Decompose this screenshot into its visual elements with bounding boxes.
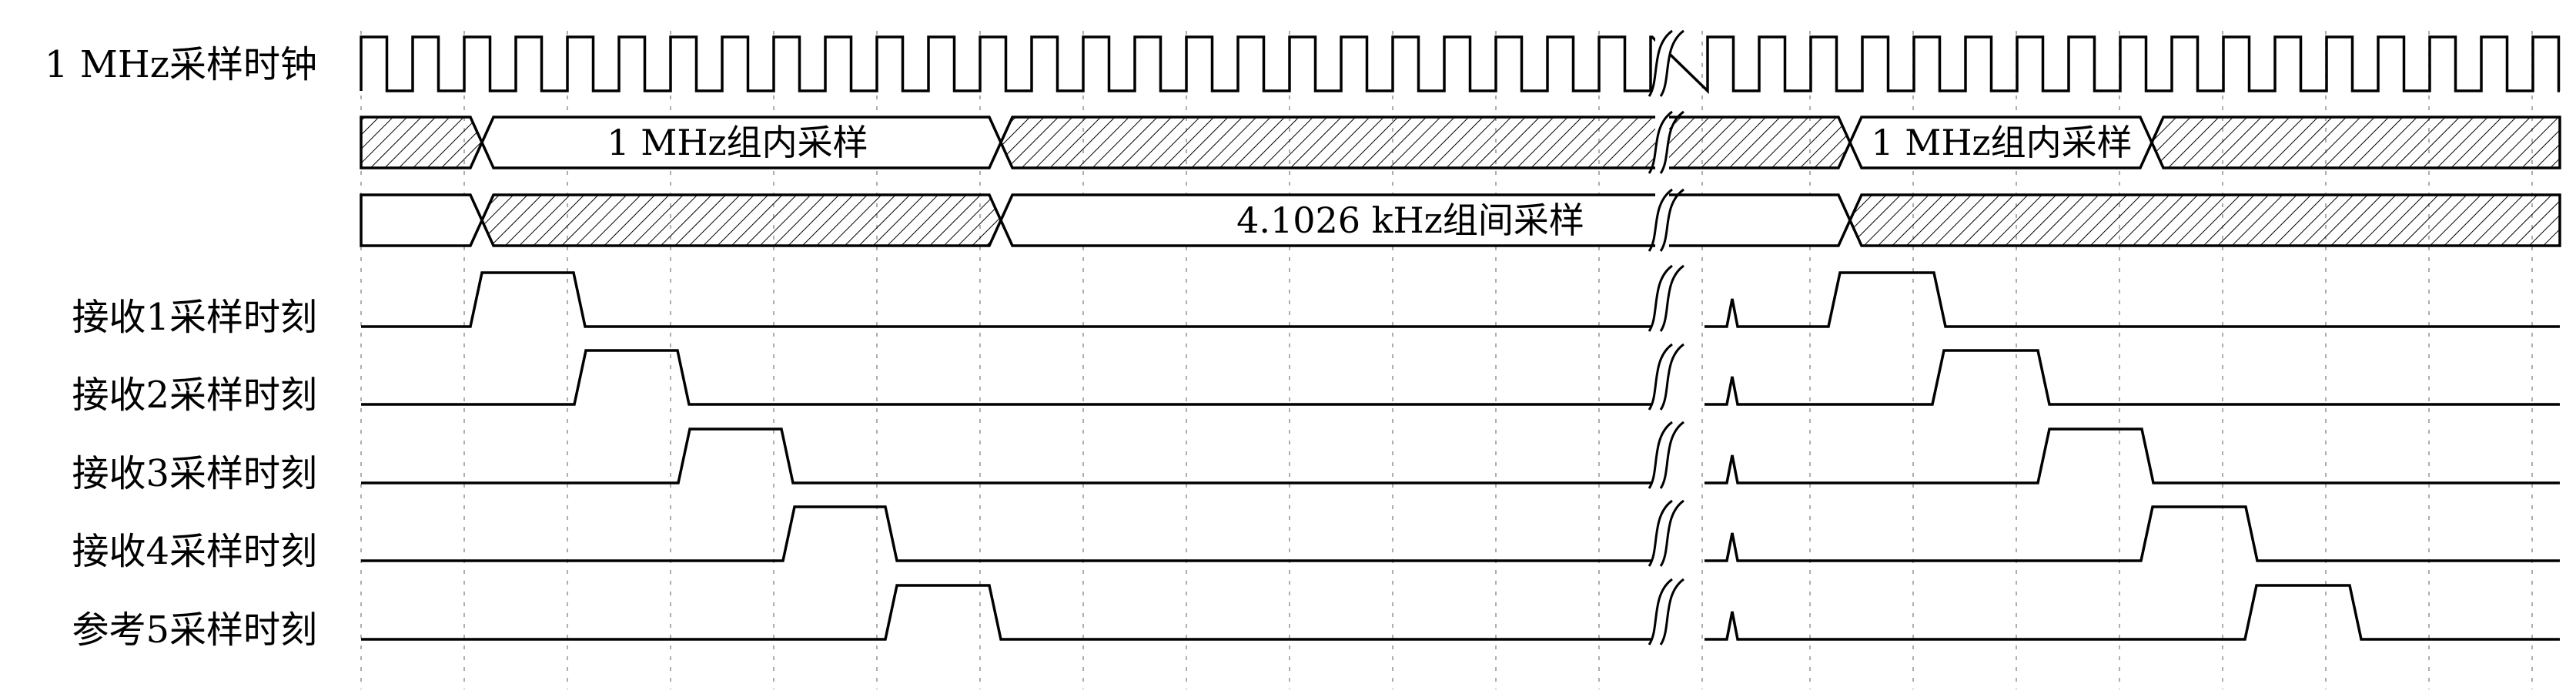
rx3-waveform-after-break [1705,427,2560,484]
time-break-mark [1648,264,1673,332]
clock-signal-label: 1 MHz采样时钟 [45,43,317,86]
time-break-mark [1659,264,1684,332]
time-break-mark [1659,578,1684,645]
time-break-mark [1648,343,1673,411]
time-break-mark [1648,421,1673,489]
bus2-segment-label: 4.1026 kHz组间采样 [1236,199,1584,241]
ref5-waveform [361,584,1652,641]
inter-group-bus: 4.1026 kHz组间采样 [360,193,2561,247]
time-break-mark [1648,110,1673,174]
time-break-mark [1659,110,1684,174]
bus2-segment-hatched [1848,193,2561,247]
rx4-waveform [361,505,1652,562]
bus1-segment-hatched [360,116,483,169]
ref5-signal-label: 参考5采样时刻 [72,609,317,652]
time-break-mark [1659,499,1684,567]
bus2-segment-open [360,193,483,247]
bus1-segment-label: 1 MHz组内采样 [607,122,868,163]
rx1-waveform-after-break [1705,271,2560,328]
intra-group-bus: 1 MHz组内采样 1 MHz组内采样 [360,116,2561,169]
time-break-mark [1648,578,1673,645]
time-break-mark [1659,421,1684,489]
rx3-waveform [361,427,1652,484]
rx2-waveform [361,349,1652,406]
ref5-waveform-after-break [1705,584,2560,641]
clock-waveform [360,35,2561,95]
bus1-segment-label: 1 MHz组内采样 [1871,122,2132,163]
time-break-mark [1659,343,1684,411]
rx2-signal-label: 接收2采样时刻 [72,374,317,417]
rx1-waveform [361,271,1652,328]
bus1-segment-hatched [999,116,1852,169]
time-break-mark [1648,499,1673,567]
rx1-signal-label: 接收1采样时刻 [72,296,317,339]
time-break-mark [1659,29,1684,97]
bus2-segment-hatched [480,193,1002,247]
time-break-mark [1659,188,1684,252]
rx4-waveform-after-break [1705,505,2560,562]
rx4-signal-label: 接收4采样时刻 [72,530,317,573]
time-break-mark [1648,29,1673,97]
bus1-segment-hatched [2150,116,2561,169]
rx3-signal-label: 接收3采样时刻 [72,452,317,495]
rx2-waveform-after-break [1705,349,2560,406]
time-break-mark [1648,188,1673,252]
time-break-markers [1648,29,1684,645]
